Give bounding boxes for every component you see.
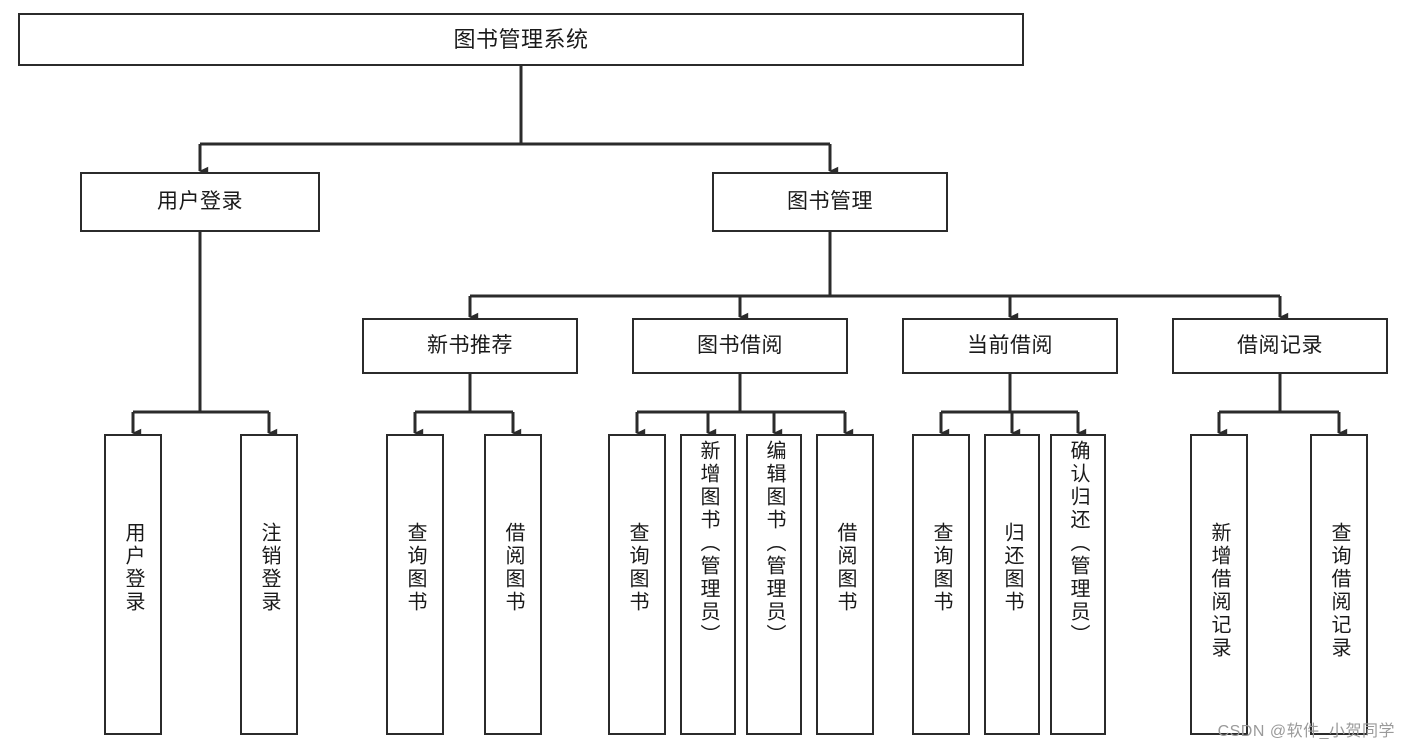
- node-leaf-query-record[interactable]: 查询借阅记录: [1310, 434, 1368, 735]
- node-label-leaf-query-book-borrow: 查询图书: [626, 522, 648, 614]
- node-label-current-borrow: 当前借阅: [967, 333, 1053, 357]
- node-borrow-record[interactable]: 借阅记录: [1172, 318, 1388, 374]
- node-label-leaf-query-book-cur: 查询图书: [930, 522, 952, 614]
- node-label-leaf-logout: 注销登录: [258, 522, 280, 614]
- node-label-leaf-query-book-rec: 查询图书: [404, 522, 426, 614]
- node-label-leaf-user-login: 用户登录: [122, 522, 144, 614]
- node-label-leaf-borrow-book: 借阅图书: [834, 522, 856, 614]
- node-leaf-query-book-rec[interactable]: 查询图书: [386, 434, 444, 735]
- node-label-root: 图书管理系统: [453, 26, 589, 52]
- node-label-leaf-confirm-return: 确认归还（管理员）: [1067, 440, 1089, 647]
- node-leaf-add-book[interactable]: 新增图书（管理员）: [680, 434, 736, 735]
- node-book-borrow[interactable]: 图书借阅: [632, 318, 848, 374]
- node-label-new-book-recommend: 新书推荐: [427, 333, 513, 357]
- node-leaf-user-login[interactable]: 用户登录: [104, 434, 162, 735]
- node-leaf-query-book-borrow[interactable]: 查询图书: [608, 434, 666, 735]
- node-leaf-add-record[interactable]: 新增借阅记录: [1190, 434, 1248, 735]
- node-root[interactable]: 图书管理系统: [18, 13, 1024, 66]
- node-leaf-confirm-return[interactable]: 确认归还（管理员）: [1050, 434, 1106, 735]
- node-leaf-borrow-book[interactable]: 借阅图书: [816, 434, 874, 735]
- node-leaf-borrow-book-rec[interactable]: 借阅图书: [484, 434, 542, 735]
- node-current-borrow[interactable]: 当前借阅: [902, 318, 1118, 374]
- node-label-leaf-add-record: 新增借阅记录: [1208, 522, 1230, 660]
- node-book-management[interactable]: 图书管理: [712, 172, 948, 232]
- node-leaf-logout[interactable]: 注销登录: [240, 434, 298, 735]
- node-user-login[interactable]: 用户登录: [80, 172, 320, 232]
- node-label-user-login: 用户登录: [157, 189, 243, 213]
- node-leaf-edit-book[interactable]: 编辑图书（管理员）: [746, 434, 802, 735]
- node-label-leaf-add-book: 新增图书（管理员）: [697, 440, 719, 647]
- node-label-book-borrow: 图书借阅: [697, 333, 783, 357]
- node-label-leaf-return-book: 归还图书: [1001, 522, 1023, 614]
- node-label-leaf-edit-book: 编辑图书（管理员）: [763, 440, 785, 647]
- node-label-borrow-record: 借阅记录: [1237, 333, 1323, 357]
- node-leaf-return-book[interactable]: 归还图书: [984, 434, 1040, 735]
- node-label-leaf-query-record: 查询借阅记录: [1328, 522, 1350, 660]
- node-leaf-query-book-cur[interactable]: 查询图书: [912, 434, 970, 735]
- node-label-leaf-borrow-book-rec: 借阅图书: [502, 522, 524, 614]
- node-label-book-management: 图书管理: [787, 189, 873, 213]
- node-new-book-recommend[interactable]: 新书推荐: [362, 318, 578, 374]
